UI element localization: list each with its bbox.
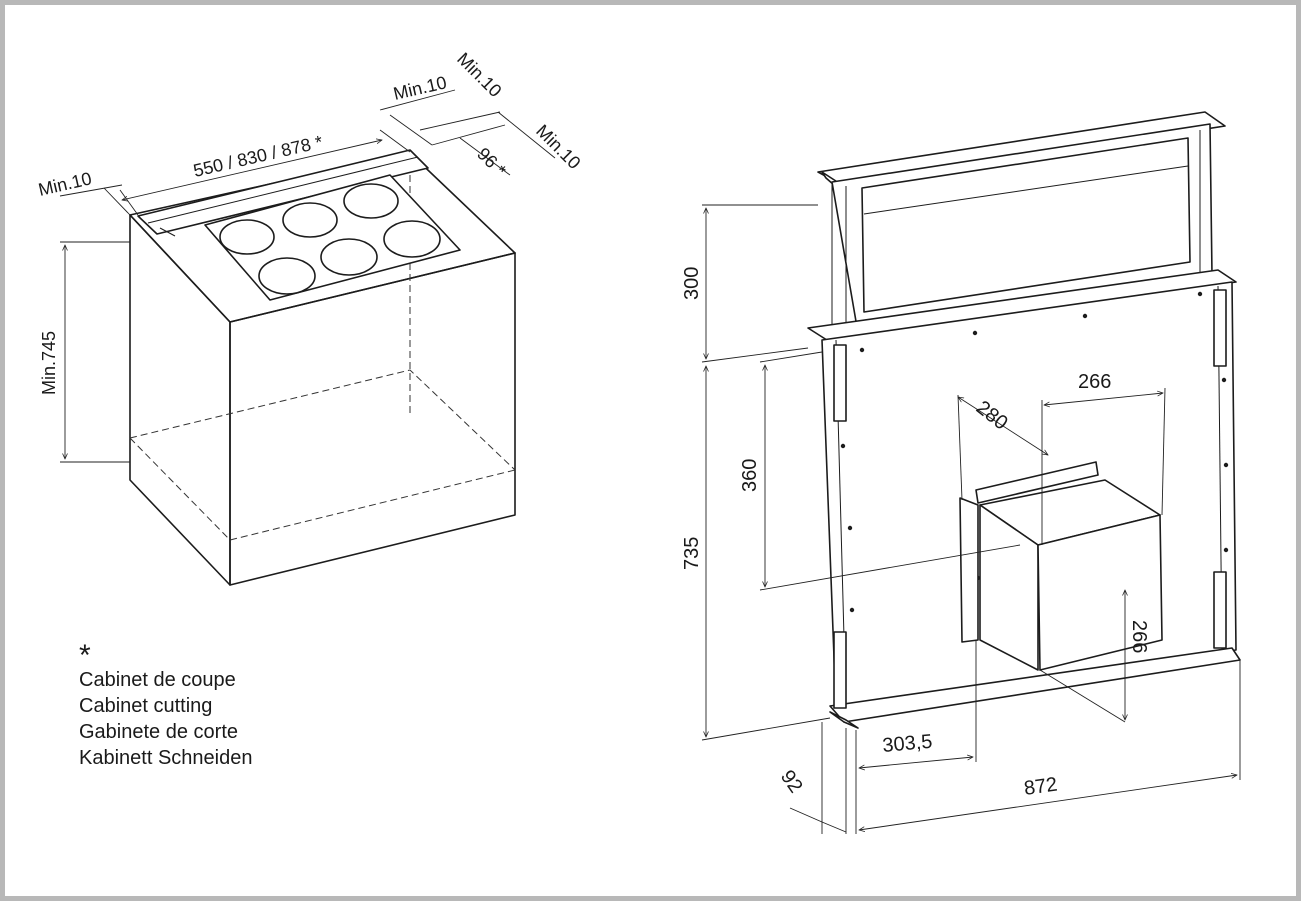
cabinet-front bbox=[229, 252, 516, 586]
cabinet-view: 550 / 830 / 878 * Min.10 Min.10 Min.10 M… bbox=[36, 49, 585, 586]
cabinet-left-side bbox=[129, 214, 231, 586]
legend: * Cabinet de coupe Cabinet cutting Gabin… bbox=[79, 641, 252, 771]
legend-line-fr: Cabinet de coupe bbox=[79, 669, 236, 691]
upper-panel-glass bbox=[861, 137, 1191, 313]
dim-total-height: 735 bbox=[681, 537, 703, 570]
bracket-left-bottom bbox=[833, 631, 847, 709]
dim-width: 872 bbox=[1023, 774, 1059, 800]
dim-min-top-b: Min.10 bbox=[453, 49, 505, 101]
bracket-left-top bbox=[833, 344, 847, 422]
middle-ledge bbox=[807, 269, 1237, 343]
dim-duct-height-right: 266 bbox=[1128, 620, 1150, 653]
technical-drawing: 550 / 830 / 878 * Min.10 Min.10 Min.10 M… bbox=[36, 49, 1241, 834]
duct-front bbox=[1037, 514, 1163, 671]
dim-duct-height-left: 360 bbox=[739, 459, 761, 492]
legend-marker: * bbox=[79, 639, 91, 672]
hidden-shelf-edge bbox=[129, 437, 516, 541]
drawing-sheet: 550 / 830 / 878 * Min.10 Min.10 Min.10 M… bbox=[5, 5, 1296, 896]
dim-base-depth: 92 bbox=[776, 766, 807, 797]
dim-slot-depth: 96 * bbox=[473, 144, 510, 181]
dim-upper-height: 300 bbox=[681, 267, 703, 300]
duct-left bbox=[979, 504, 1039, 671]
legend-line-de: Kabinett Schneiden bbox=[79, 747, 253, 769]
duct-side-flange bbox=[959, 497, 979, 643]
legend-line-en: Cabinet cutting bbox=[79, 695, 213, 717]
hidden-shelf-back bbox=[129, 369, 516, 471]
bracket-right-top bbox=[1213, 289, 1227, 367]
dim-min-height: Min.745 bbox=[39, 331, 59, 395]
legend-line-es: Gabinete de corte bbox=[79, 721, 238, 743]
downdraft-unit-view: 300 735 360 280 266 266 303,5 872 bbox=[681, 111, 1241, 834]
dim-duct-width: 266 bbox=[1078, 371, 1111, 393]
dim-top-width: 550 / 830 / 878 * bbox=[191, 132, 324, 181]
dim-min-right: Min.10 bbox=[532, 121, 584, 173]
dim-offset: 303,5 bbox=[882, 731, 934, 757]
bracket-right-bottom bbox=[1213, 571, 1227, 649]
duct-flange bbox=[975, 461, 1099, 504]
